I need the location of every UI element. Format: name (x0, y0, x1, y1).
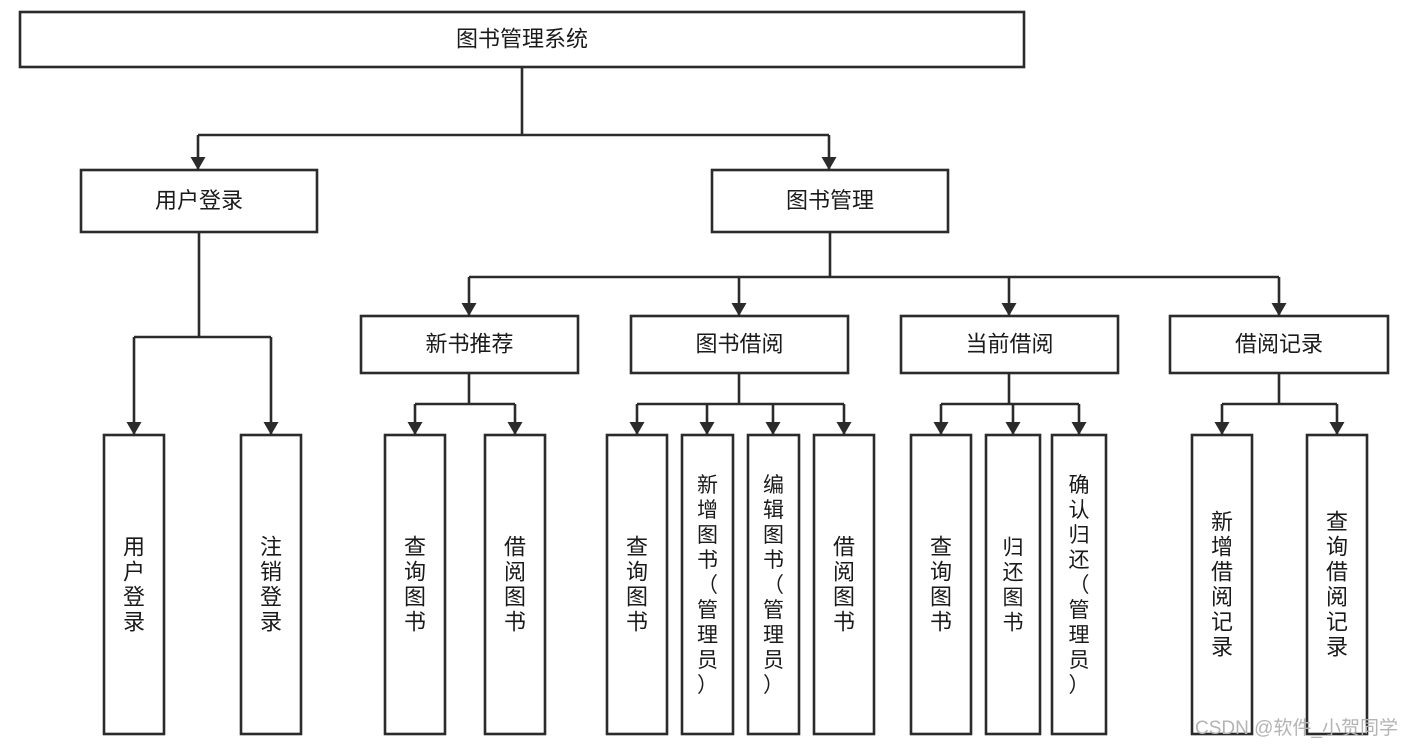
node-label: 借阅图书 (833, 535, 855, 635)
node-n-book-mgmt[interactable]: 图书管理 (710, 168, 950, 234)
node-l-confirm-return[interactable]: 确认归还（管理员） (1050, 433, 1108, 736)
connector-bus-root (190, 67, 837, 170)
node-box[interactable] (680, 433, 735, 736)
csdn-watermark: CSDN @软件_小贺同学 (1195, 717, 1398, 739)
arrow-head-icon (1271, 303, 1287, 316)
arrow-head-icon (1005, 422, 1021, 435)
connector-bus-user-login (126, 232, 279, 435)
arrow-head-icon (731, 303, 747, 316)
node-label: 借阅记录 (1235, 331, 1323, 356)
node-l-edit-book[interactable]: 编辑图书（管理员） (746, 433, 801, 736)
node-label: 图书管理系统 (456, 26, 588, 51)
node-box[interactable] (359, 314, 580, 375)
node-n-book-borrow[interactable]: 图书借阅 (629, 314, 850, 375)
node-box[interactable] (483, 433, 547, 736)
node-box[interactable] (710, 168, 950, 234)
arrow-head-icon (933, 422, 949, 435)
arrow-head-icon (1214, 422, 1230, 435)
arrow-head-icon (461, 303, 477, 316)
arrow-head-icon (190, 157, 206, 170)
node-label: 图书管理 (786, 188, 874, 213)
node-box[interactable] (1305, 433, 1369, 736)
node-label: 借阅图书 (504, 535, 526, 635)
node-label: 注销登录 (260, 535, 282, 635)
node-l-query-book-3[interactable]: 查询图书 (909, 433, 973, 736)
node-box[interactable] (909, 433, 973, 736)
node-box[interactable] (629, 314, 850, 375)
node-n-user-login[interactable]: 用户登录 (79, 168, 319, 234)
arrow-head-icon (126, 422, 142, 435)
node-box[interactable] (239, 433, 303, 736)
node-box[interactable] (102, 433, 166, 736)
arrow-head-icon (507, 422, 523, 435)
node-label: 查询图书 (404, 535, 426, 635)
node-label: 编辑图书（管理员） (763, 474, 784, 697)
node-box[interactable] (18, 10, 1026, 69)
node-box[interactable] (1168, 314, 1390, 375)
arrow-head-icon (836, 422, 852, 435)
connectors-layer (126, 67, 1345, 435)
node-l-logout[interactable]: 注销登录 (239, 433, 303, 736)
nodes-layer: 图书管理系统用户登录图书管理新书推荐图书借阅当前借阅借阅记录用户登录注销登录查询… (18, 10, 1390, 736)
node-box[interactable] (1190, 433, 1254, 736)
node-label: 确认归还（管理员） (1069, 474, 1090, 697)
arrow-head-icon (629, 422, 645, 435)
node-box[interactable] (812, 433, 876, 736)
connector-bus-book-borrow (629, 373, 852, 435)
node-label: 用户登录 (155, 188, 243, 213)
node-l-query-record[interactable]: 查询借阅记录 (1305, 433, 1369, 736)
node-box[interactable] (1050, 433, 1108, 736)
node-box[interactable] (984, 433, 1042, 736)
node-label: 用户登录 (123, 535, 145, 635)
node-l-borrow-book-2[interactable]: 借阅图书 (812, 433, 876, 736)
node-label: 归还图书 (1003, 537, 1024, 635)
node-label: 查询图书 (930, 535, 952, 635)
node-box[interactable] (383, 433, 447, 736)
arrow-head-icon (765, 422, 781, 435)
connector-bus-current-borrow (933, 373, 1087, 435)
node-n-new-book-rec[interactable]: 新书推荐 (359, 314, 580, 375)
connector-bus-new-book-rec (407, 373, 523, 435)
arrow-head-icon (263, 422, 279, 435)
node-box[interactable] (79, 168, 319, 234)
node-l-return-book[interactable]: 归还图书 (984, 433, 1042, 736)
arrow-head-icon (699, 422, 715, 435)
node-label: 新增图书（管理员） (697, 474, 718, 697)
node-l-add-book[interactable]: 新增图书（管理员） (680, 433, 735, 736)
node-label: 新书推荐 (425, 331, 513, 356)
node-n-borrow-record[interactable]: 借阅记录 (1168, 314, 1390, 375)
connector-bus-borrow-record (1214, 373, 1345, 435)
node-label: 图书借阅 (695, 331, 783, 356)
node-l-query-book-1[interactable]: 查询图书 (383, 433, 447, 736)
node-label: 新增借阅记录 (1211, 510, 1233, 660)
arrow-head-icon (1329, 422, 1345, 435)
node-root[interactable]: 图书管理系统 (18, 10, 1026, 69)
node-l-add-record[interactable]: 新增借阅记录 (1190, 433, 1254, 736)
node-label: 查询借阅记录 (1326, 510, 1348, 660)
arrow-head-icon (821, 157, 837, 170)
node-box[interactable] (605, 433, 669, 736)
node-box[interactable] (899, 314, 1120, 375)
node-l-query-book-2[interactable]: 查询图书 (605, 433, 669, 736)
arrow-head-icon (1071, 422, 1087, 435)
node-box[interactable] (746, 433, 801, 736)
connector-bus-book-mgmt (461, 232, 1287, 316)
node-l-borrow-book-1[interactable]: 借阅图书 (483, 433, 547, 736)
node-l-user-login[interactable]: 用户登录 (102, 433, 166, 736)
node-label: 查询图书 (626, 535, 648, 635)
node-label: 当前借阅 (965, 331, 1053, 356)
arrow-head-icon (407, 422, 423, 435)
arrow-head-icon (1001, 303, 1017, 316)
node-n-current-borrow[interactable]: 当前借阅 (899, 314, 1120, 375)
